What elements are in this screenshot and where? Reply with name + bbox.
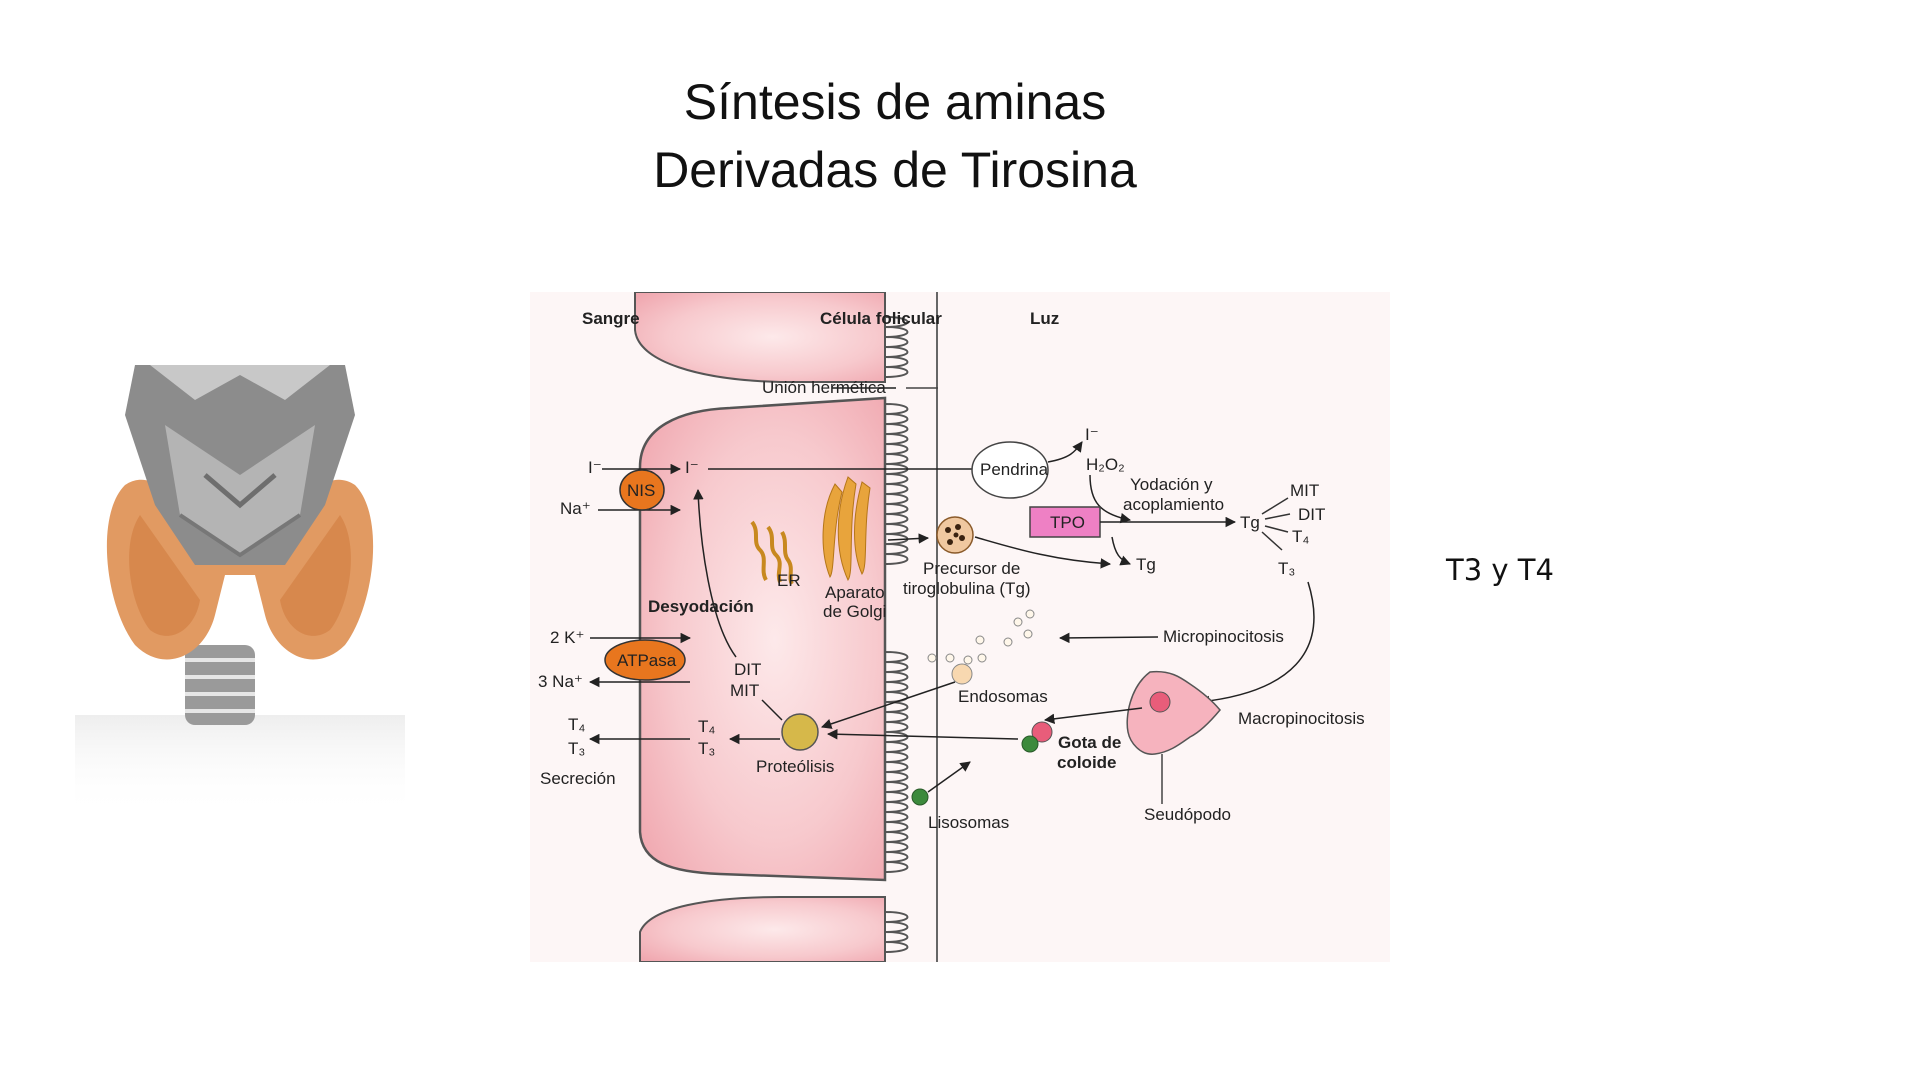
slide-title: Síntesis de aminas Derivadas de Tirosina xyxy=(560,68,1230,204)
iodide-lumen-label: I⁻ xyxy=(1085,425,1099,444)
side-note: T3 y T4 xyxy=(1446,553,1554,587)
dit-center-label: DIT xyxy=(734,660,761,679)
mit-center-label: MIT xyxy=(730,681,759,700)
tpo-label: TPO xyxy=(1050,513,1085,532)
iodide-blood-label: I⁻ xyxy=(588,458,602,477)
t3-inside-label: T₃ xyxy=(698,739,715,758)
deiodination-label: Desyodación xyxy=(648,597,754,616)
atpase-label: ATPasa xyxy=(617,651,677,670)
iodide-cell-label: I⁻ xyxy=(685,458,699,477)
t4-inside-label: T₄ xyxy=(698,717,715,736)
header-cell: Célula folicular xyxy=(820,309,942,328)
pendrin-transporter xyxy=(971,441,1049,499)
endosome-vesicles xyxy=(927,653,987,665)
upper-neighbor-cell xyxy=(634,292,886,383)
endosomes-label: Endosomas xyxy=(958,687,1048,706)
endosome xyxy=(951,663,973,685)
micropinocytosis-label: Micropinocitosis xyxy=(1163,627,1284,646)
er-organelle xyxy=(750,520,794,586)
pendrin-label: Pendrina xyxy=(980,460,1049,479)
microvilli-border xyxy=(884,316,909,953)
dit-right-label: DIT xyxy=(1298,505,1325,524)
iodination-label-1: Yodación y xyxy=(1130,475,1213,494)
atpase-pump xyxy=(604,639,686,681)
t4-out-label: T₄ xyxy=(568,715,585,734)
golgi-label-2: de Golgi xyxy=(823,602,886,621)
pseudopod xyxy=(1126,670,1221,755)
nis-label: NIS xyxy=(627,481,655,500)
golgi-apparatus xyxy=(822,476,871,581)
nis-transporter xyxy=(619,469,665,511)
sodium-out-label: 3 Na⁺ xyxy=(538,672,583,691)
t4-right-label: T₄ xyxy=(1292,527,1309,546)
header-blood: Sangre xyxy=(582,309,640,328)
pseudopod-label: Seudópodo xyxy=(1144,805,1231,824)
macropinocytosis-label: Macropinocitosis xyxy=(1238,709,1365,728)
tg-right-label: Tg xyxy=(1240,513,1260,532)
lysosomes-label: Lisosomas xyxy=(928,813,1009,832)
t3-right-label: T₃ xyxy=(1278,559,1295,578)
lysosome xyxy=(911,788,929,806)
header-lumen: Luz xyxy=(1030,309,1059,328)
precursor-label-2: tiroglobulina (Tg) xyxy=(903,579,1031,598)
tight-junction-label: Unión hermética xyxy=(762,378,886,397)
mit-right-label: MIT xyxy=(1290,481,1319,500)
title-line-1: Síntesis de aminas xyxy=(683,74,1107,130)
iodination-label-2: acoplamiento xyxy=(1123,495,1224,514)
potassium-label: 2 K⁺ xyxy=(550,628,585,647)
tg-lower-label: Tg xyxy=(1136,555,1156,574)
er-label: ER xyxy=(777,571,801,590)
proteolysis-vesicle xyxy=(781,713,819,751)
colloid-label-1: Gota de xyxy=(1058,733,1121,752)
proteolysis-label: Proteólisis xyxy=(756,757,834,776)
title-line-2: Derivadas de Tirosina xyxy=(653,142,1137,198)
lower-neighbor-cell xyxy=(639,896,886,962)
micropinocytosis-vesicles xyxy=(975,609,1035,647)
colloid-droplet xyxy=(1031,721,1053,743)
sodium-label: Na⁺ xyxy=(560,499,591,518)
t3-out-label: T₃ xyxy=(568,739,585,758)
follicular-cell-body xyxy=(638,396,887,882)
precursor-label-1: Precursor de xyxy=(923,559,1020,578)
secretion-label: Secreción xyxy=(540,769,616,788)
colloid-label-2: coloide xyxy=(1057,753,1117,772)
tpo-enzyme xyxy=(1029,506,1101,538)
macropinocytosis-droplet xyxy=(1149,691,1171,713)
thyroid-gland-image xyxy=(75,365,405,815)
h2o2-label: H₂O₂ xyxy=(1086,455,1125,474)
colloid-lysosome xyxy=(1021,735,1039,753)
follicular-cell-diagram: Sangre Célula folicular Luz Unión hermét… xyxy=(530,292,1390,962)
golgi-label-1: Aparato xyxy=(825,583,885,602)
